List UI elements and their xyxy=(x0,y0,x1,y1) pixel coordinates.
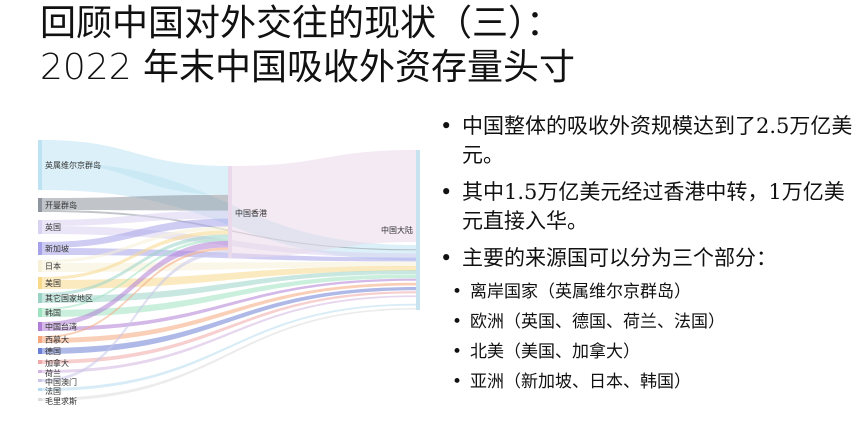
sankey-link-to-hub xyxy=(42,230,228,280)
sankey-source-label: 法国 xyxy=(45,386,61,396)
sankey-source-label: 新加坡 xyxy=(45,244,69,254)
bullet-text: 其中1.5万亿美元经过香港中转，1万亿美元直接入华。 xyxy=(462,180,845,233)
sankey-source-node xyxy=(38,322,42,331)
bullet-item: • 主要的来源国可以分为三个部分： xyxy=(438,244,858,273)
bullet-dot-icon: • xyxy=(440,114,453,138)
sub-bullet-dot-icon: • xyxy=(452,372,463,392)
sankey-source-label: 韩国 xyxy=(45,308,61,318)
title-line-1: 回顾中国对外交往的现状（三）： xyxy=(40,3,563,44)
sankey-source-node xyxy=(38,348,42,354)
bullet-text: 主要的来源国可以分为三个部分： xyxy=(462,246,777,270)
sankey-source-label: 中国澳门 xyxy=(45,377,77,387)
sankey-link-to-hub xyxy=(42,234,228,296)
sub-bullet-text: 欧洲（英国、德国、荷兰、法国） xyxy=(470,312,725,332)
sub-bullet-text: 离岸国家（英属维尔京群岛） xyxy=(470,282,691,302)
sankey-target-label: 中国大陆 xyxy=(381,225,413,235)
sankey-source-node xyxy=(38,140,42,190)
sankey-link-to-target xyxy=(42,274,416,317)
sankey-link-to-hub xyxy=(42,218,228,248)
sankey-source-node xyxy=(38,398,42,401)
sankey-link-to-hub xyxy=(42,140,228,195)
sankey-link-to-hub xyxy=(42,238,228,310)
sub-bullet-item: • 北美（美国、加拿大） xyxy=(438,341,858,363)
slide-title: 回顾中国对外交往的现状（三）： 2022 年末中国吸收外资存量头寸 xyxy=(40,2,840,90)
sub-bullet-item: • 亚洲（新加坡、日本、韩国） xyxy=(438,371,858,393)
sankey-source-node xyxy=(38,388,42,391)
sankey-target-node xyxy=(416,150,420,310)
sankey-link-to-target xyxy=(42,303,416,391)
sankey-source-node xyxy=(38,370,42,373)
sankey-link-hub-to-target xyxy=(232,150,416,258)
sub-bullet-item: • 欧洲（英国、德国、荷兰、法国） xyxy=(438,311,858,333)
sankey-link-to-target xyxy=(42,270,416,303)
sub-bullet-dot-icon: • xyxy=(452,342,463,362)
sankey-source-node xyxy=(38,220,42,234)
sankey-source-label: 加拿大 xyxy=(45,358,69,368)
title-line-2: 2022 年末中国吸收外资存量头寸 xyxy=(40,47,576,88)
sankey-link-to-target xyxy=(42,287,416,354)
sub-bullet-item: • 离岸国家（英属维尔京群岛） xyxy=(438,281,858,303)
sankey-link-to-hub xyxy=(42,250,228,382)
sankey-source-label: 英国 xyxy=(45,222,61,232)
sankey-source-label: 毛里求斯 xyxy=(45,396,77,406)
sankey-source-node xyxy=(38,360,42,364)
sankey-link-to-target xyxy=(42,282,416,343)
sankey-source-node xyxy=(38,336,42,343)
sub-bullet-dot-icon: • xyxy=(452,312,463,332)
sankey-source-label: 日本 xyxy=(45,261,61,271)
sankey-diagram: 英属维尔京群岛开曼群岛英国新加坡日本美国其它国家地区韩国中国台湾西慕大德国加拿大… xyxy=(38,140,420,406)
bullet-item: • 中国整体的吸收外资规模达到了2.5万亿美元。 xyxy=(438,112,858,170)
sankey-link-to-hub xyxy=(42,210,228,226)
bullet-list: • 中国整体的吸收外资规模达到了2.5万亿美元。 • 其中1.5万亿美元经过香港中转，… xyxy=(438,112,858,401)
sankey-source-node xyxy=(38,242,42,255)
sankey-hub-node xyxy=(228,166,232,258)
sub-bullet-text: 亚洲（新加坡、日本、韩国） xyxy=(470,372,691,392)
sankey-source-label: 中国台湾 xyxy=(45,322,77,332)
sub-bullet-text: 北美（美国、加拿大） xyxy=(470,342,640,362)
sankey-source-label: 其它国家地区 xyxy=(45,293,93,303)
sankey-link-to-hub xyxy=(42,240,228,327)
sub-bullet-list: • 离岸国家（英属维尔京群岛） • 欧洲（英国、德国、荷兰、法国） • 北美（美国、加拿大… xyxy=(438,281,858,393)
sub-bullet-dot-icon: • xyxy=(452,282,463,302)
sankey-link-to-target xyxy=(42,291,416,364)
sankey-link-to-hub xyxy=(42,226,228,263)
sankey-source-node xyxy=(38,308,42,317)
sankey-nodes xyxy=(38,140,420,401)
sankey-link-to-target xyxy=(42,278,416,331)
sankey-source-label: 荷兰 xyxy=(45,368,61,378)
sankey-labels: 英属维尔京群岛开曼群岛英国新加坡日本美国其它国家地区韩国中国台湾西慕大德国加拿大… xyxy=(45,160,413,406)
sankey-source-node xyxy=(38,293,42,303)
sankey-hub-label: 中国香港 xyxy=(235,208,267,218)
bullet-dot-icon: • xyxy=(440,180,453,204)
sankey-source-node xyxy=(38,379,42,382)
sankey-link-to-target xyxy=(42,308,416,401)
sankey-source-label: 美国 xyxy=(45,278,61,288)
sankey-source-label: 德国 xyxy=(45,346,61,356)
sankey-source-node xyxy=(38,260,42,272)
sankey-source-label: 开曼群岛 xyxy=(45,200,77,210)
sankey-source-label: 英属维尔京群岛 xyxy=(45,160,101,170)
sankey-link-to-hub xyxy=(42,194,228,211)
sankey-source-node xyxy=(38,277,42,289)
bullet-dot-icon: • xyxy=(440,246,453,270)
sankey-link-to-target xyxy=(42,295,416,373)
sankey-source-node xyxy=(38,198,42,212)
bullet-item: • 其中1.5万亿美元经过香港中转，1万亿美元直接入华。 xyxy=(438,178,858,236)
sankey-link-to-hub xyxy=(42,247,228,338)
bullet-text: 中国整体的吸收外资规模达到了2.5万亿美元。 xyxy=(462,114,853,167)
sankey-source-label: 西慕大 xyxy=(45,335,69,345)
